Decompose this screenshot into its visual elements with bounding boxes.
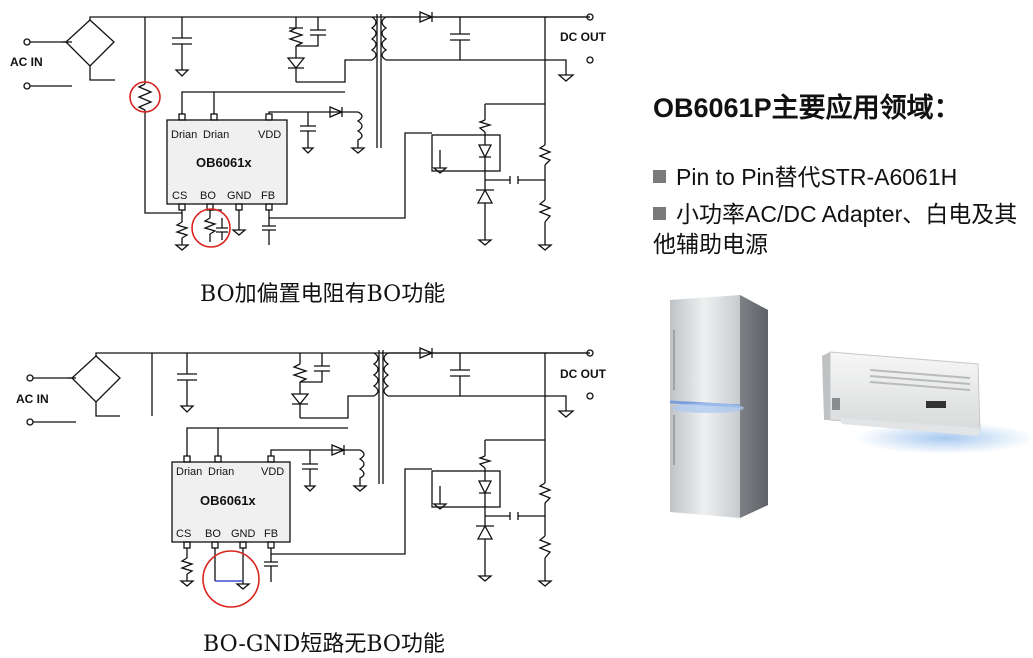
bridge-rectifier [65,19,115,67]
highlight-startup-resistor [129,81,161,113]
air-conditioner-image [822,351,1030,454]
ac-terminal [23,38,31,46]
highlight-bo-gnd-short [202,550,260,608]
highlight-bo-resistor [191,208,231,248]
bridge-rectifier [71,355,121,403]
pin-gnd: GND [231,528,256,540]
pin-vdd: VDD [261,466,284,478]
pin-drian-2: Drian [203,129,229,141]
caption-bo-gnd-short: BO-GND短路无BO功能 [203,632,445,657]
ac-in-label: AC IN [16,392,49,406]
pin-bo: BO [205,528,221,540]
refrigerator-image [669,295,768,518]
bullet-item: 小功率AC/DC Adapter、白电及其他辅助电源 [653,199,1023,259]
ac-terminal [26,374,34,382]
bullet-item: Pin to Pin替代STR-A6061H [653,162,1023,192]
circuit-diagram-bo-resistor: AC IN DC OUT OB6061x Drian Drian VDD CS … [10,11,607,251]
chip-ob6061x [166,119,288,205]
bullet-text: 小功率AC/DC Adapter、白电及其他辅助电源 [653,201,1018,257]
page-title: OB6061P主要应用领域： [653,93,961,123]
pin-drian-2: Drian [208,466,234,478]
square-bullet-icon [653,207,666,220]
ac-terminal [23,82,31,90]
ac-terminal [26,418,34,426]
pin-drian-1: Drian [171,129,197,141]
square-bullet-icon [653,170,666,183]
chip-label: OB6061x [196,155,252,170]
pin-cs: CS [172,190,187,202]
caption-bo-resistor: BO加偏置电阻有BO功能 [200,282,446,307]
pin-gnd: GND [227,190,252,202]
dc-out-label: DC OUT [560,30,607,44]
optocoupler [431,470,501,508]
bullet-text: Pin to Pin替代STR-A6061H [676,164,958,190]
pin-vdd: VDD [258,129,281,141]
circuit-diagram-bo-gnd-short: AC IN DC OUT OB6061x Drian Drian VDD CS … [16,347,607,608]
pin-fb: FB [264,528,278,540]
pin-fb: FB [261,190,275,202]
dc-out-label: DC OUT [560,367,607,381]
chip-ob6061x [171,461,291,543]
ac-in-label: AC IN [10,55,43,69]
appliance-illustrations [669,295,1030,518]
optocoupler [431,134,501,172]
pin-cs: CS [176,528,191,540]
chip-label: OB6061x [200,493,256,508]
pin-bo: BO [200,190,216,202]
pin-drian-1: Drian [176,466,202,478]
transformer-primary [370,16,377,61]
